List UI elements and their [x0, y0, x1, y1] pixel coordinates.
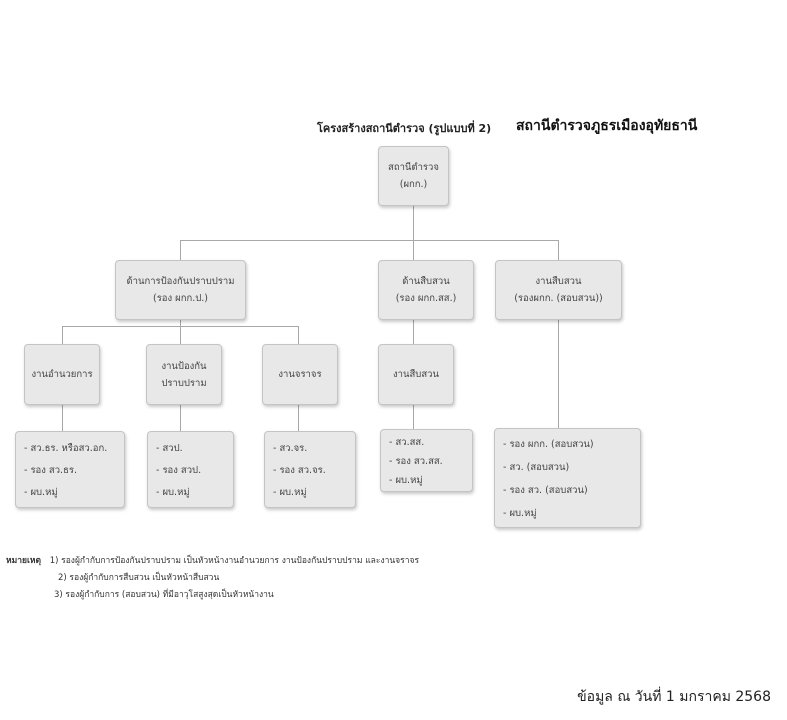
note-text: 3) รองผู้กำกับการ (สอบสวน) ที่มีอาวุโสสู… — [54, 590, 274, 600]
node-sub: ปราบปราม — [161, 377, 207, 389]
connector-line — [558, 240, 559, 261]
note-text: 1) รองผู้กำกับการป้องกันปราบปราม เป็นหัว… — [49, 556, 420, 566]
staff-item: - สว.จร. — [273, 443, 308, 454]
connector-line — [298, 326, 299, 345]
node-title: สถานีตำรวจ — [388, 162, 439, 173]
staff-item: - รอง สวป. — [156, 465, 202, 476]
data-date: ข้อมูล ณ วันที่ 1 มกราคม 2568 — [577, 689, 771, 705]
connector-line — [413, 205, 414, 241]
staff-item: - ผบ.หมู่ — [273, 487, 307, 498]
connector-line — [180, 240, 559, 241]
org-node-station: สถานีตำรวจ (ผกก.) — [378, 146, 449, 206]
staff-item: - สว.สส. — [389, 437, 425, 448]
org-node-investigation-unit: งานสืบสวน — [378, 344, 454, 405]
staff-item: - รอง สว. (สอบสวน) — [503, 485, 588, 496]
connector-line — [413, 240, 414, 261]
org-node-prevention-division: ด้านการป้องกันปราบปราม (รอง ผกก.ป.) — [115, 260, 246, 320]
connector-line — [180, 404, 181, 432]
node-title: งานสืบสวน — [535, 276, 582, 287]
staff-item: - สว. (สอบสวน) — [503, 462, 570, 473]
org-node-inquiry-division: งานสืบสวน (รองผกก. (สอบสวน)) — [495, 260, 622, 320]
staff-item: - รอง ผกก. (สอบสวน) — [503, 439, 594, 450]
connector-line — [413, 319, 414, 345]
connector-line — [413, 404, 414, 430]
note-line-2: 2) รองผู้กำกับการสืบสวน เป็นหัวหน้าสืบสว… — [6, 570, 419, 587]
org-node-traffic-unit: งานจราจร — [262, 344, 338, 405]
staff-list-investigation: - สว.สส. - รอง สว.สส. - ผบ.หมู่ — [380, 429, 473, 492]
node-sub: (รอง ผกก.ป.) — [152, 293, 209, 304]
org-node-investigation-division: ด้านสืบสวน (รอง ผกก.สส.) — [378, 260, 474, 320]
staff-item: - รอง สว.จร. — [273, 465, 326, 476]
staff-list-traffic: - สว.จร. - รอง สว.จร. - ผบ.หมู่ — [264, 431, 356, 508]
note-text: 2) รองผู้กำกับการสืบสวน เป็นหัวหน้าสืบสว… — [58, 573, 220, 583]
connector-line — [180, 326, 181, 345]
node-sub: (รองผกก. (สอบสวน)) — [514, 293, 603, 304]
connector-line — [298, 404, 299, 432]
staff-item: - ผบ.หมู่ — [389, 475, 423, 486]
staff-item: - รอง สว.สส. — [389, 456, 443, 467]
notes-label: หมายเหตุ — [6, 556, 41, 566]
staff-list-inquiry: - รอง ผกก. (สอบสวน) - สว. (สอบสวน) - รอง… — [494, 428, 641, 528]
connector-line — [62, 404, 63, 432]
node-title: งานสืบสวน — [393, 369, 439, 380]
staff-item: - สว.ธร. หรือสว.อก. — [24, 443, 108, 454]
staff-item: - ผบ.หมู่ — [503, 508, 537, 519]
node-title: งานจราจร — [278, 369, 322, 380]
staff-list-prevention: - สวป. - รอง สวป. - ผบ.หมู่ — [147, 431, 234, 508]
org-node-admin-unit: งานอำนวยการ — [24, 344, 100, 405]
node-sub: (รอง ผกก.สส.) — [395, 293, 457, 304]
staff-item: - รอง สว.ธร. — [24, 465, 77, 476]
notes: หมายเหตุ 1) รองผู้กำกับการป้องกันปราบปรา… — [6, 553, 419, 604]
note-line-3: 3) รองผู้กำกับการ (สอบสวน) ที่มีอาวุโสสู… — [6, 587, 419, 604]
node-title: งานป้องกัน — [161, 360, 207, 372]
staff-item: - ผบ.หมู่ — [24, 487, 58, 498]
node-title: ด้านการป้องกันปราบปราม — [126, 276, 235, 287]
connector-line — [180, 240, 181, 261]
staff-list-admin: - สว.ธร. หรือสว.อก. - รอง สว.ธร. - ผบ.หม… — [15, 431, 125, 508]
node-title: ด้านสืบสวน — [402, 276, 450, 287]
chart-title: โครงสร้างสถานีตำรวจ (รูปแบบที่ 2) — [317, 122, 492, 135]
node-title: งานอำนวยการ — [31, 369, 93, 380]
node-sub: (ผกก.) — [399, 179, 428, 190]
staff-item: - สวป. — [156, 443, 183, 454]
org-node-prevention-unit: งานป้องกัน ปราบปราม — [146, 344, 222, 405]
staff-item: - ผบ.หมู่ — [156, 487, 190, 498]
connector-line — [62, 326, 63, 345]
connector-line — [558, 319, 559, 429]
note-line-1: หมายเหตุ 1) รองผู้กำกับการป้องกันปราบปรา… — [6, 553, 419, 570]
connector-line — [180, 319, 181, 327]
station-name: สถานีตำรวจภูธรเมืองอุทัยธานี — [516, 118, 698, 134]
